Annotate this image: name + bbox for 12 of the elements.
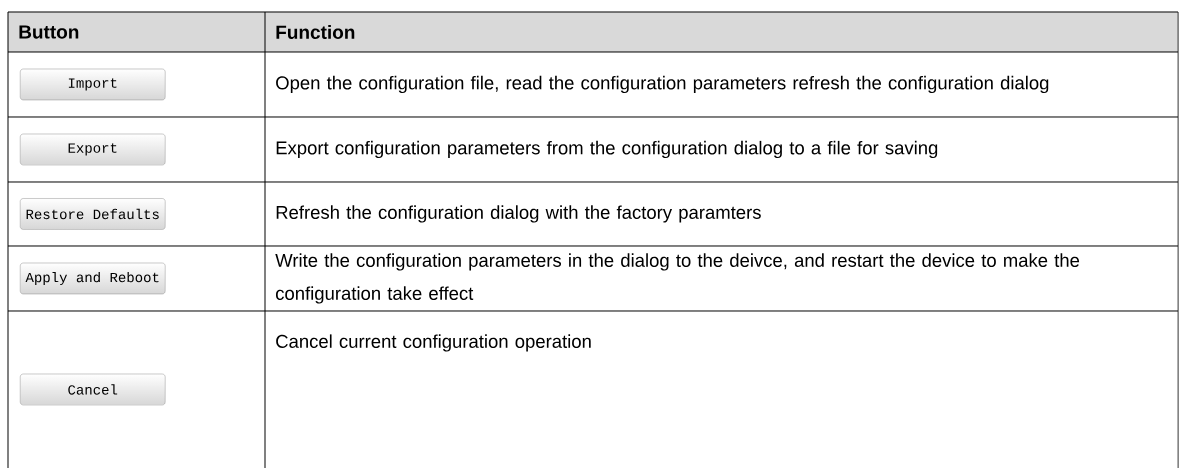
description: Export configuration parameters from the configuration dialog to a file for saving [276, 140, 938, 159]
description: Refresh the configuration dialog with the factory paramters [276, 205, 761, 223]
button: Apply and Reboot [20, 262, 166, 295]
button: Export [20, 133, 166, 166]
button: Restore Defaults [20, 198, 166, 230]
description: Cancel current configuration operation [276, 334, 591, 352]
column-header: Function [276, 25, 355, 39]
column-header: Button [19, 25, 79, 39]
button: Import [20, 68, 166, 101]
description: Open the configuration file, read the configuration parameters refresh the configuration dialog [276, 75, 1049, 94]
description: Write the configuration parameters in the dialog to the deivce, and restart the device to make the configuration take effect [275, 253, 1080, 304]
button: Cancel [20, 373, 166, 406]
